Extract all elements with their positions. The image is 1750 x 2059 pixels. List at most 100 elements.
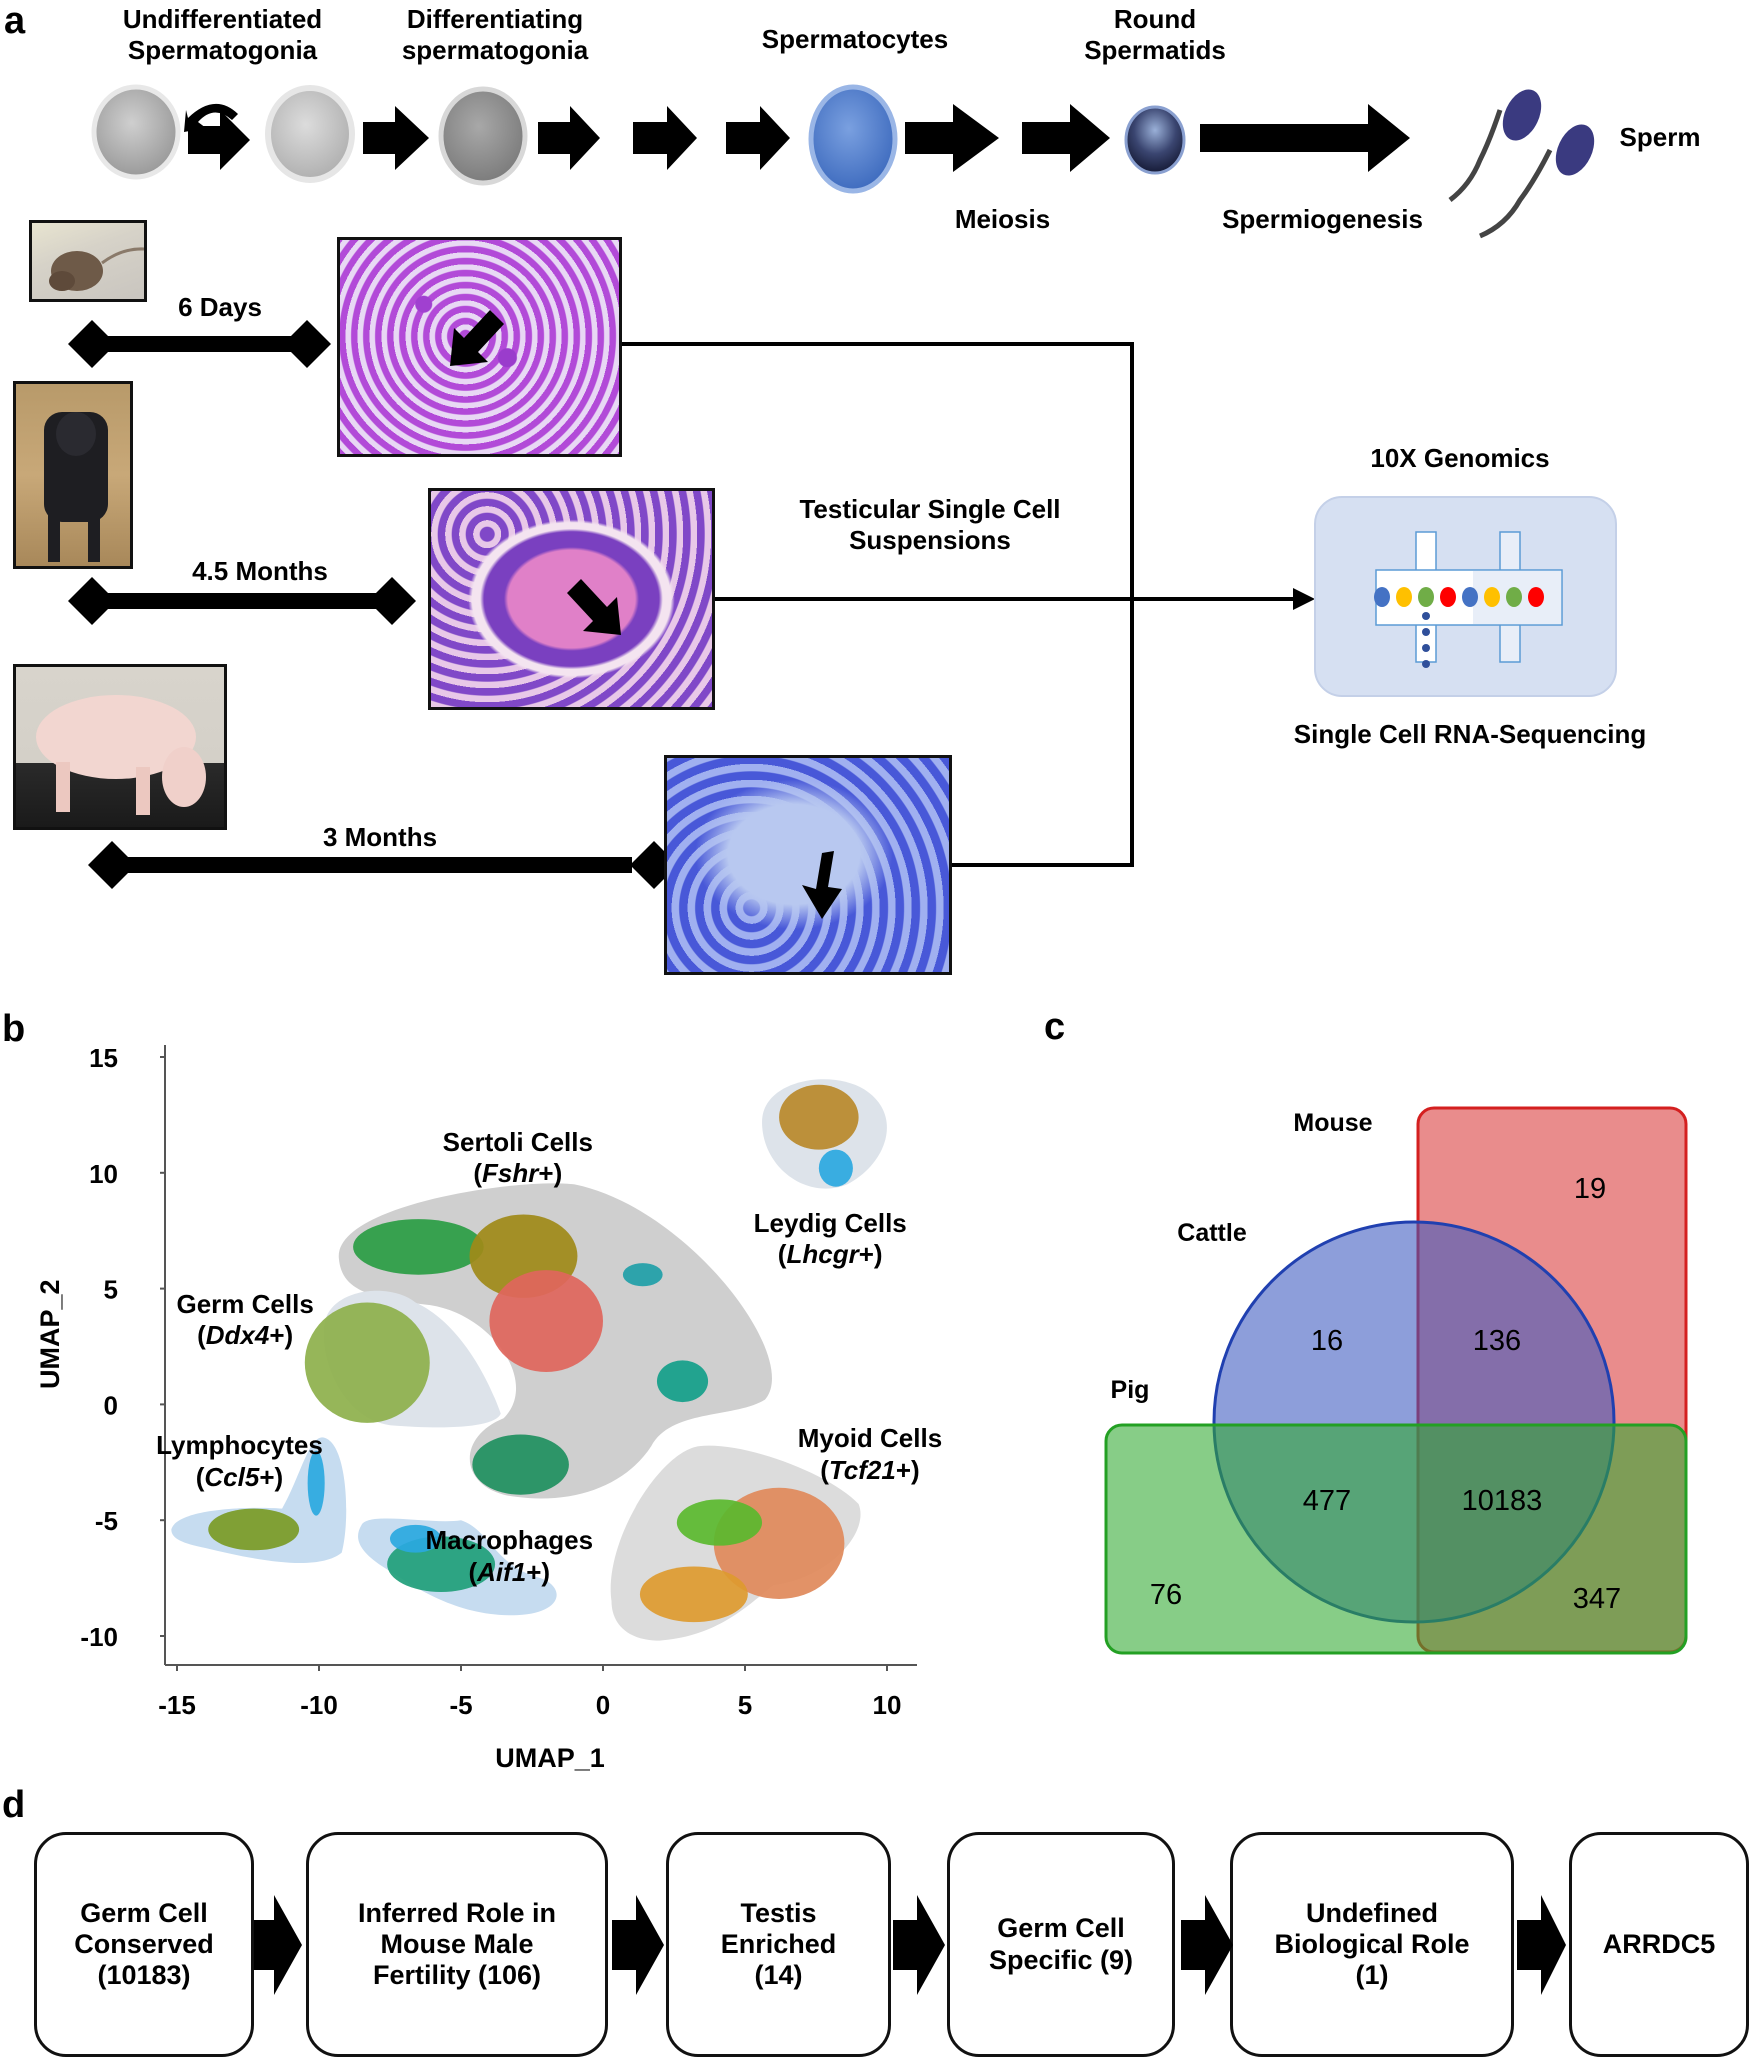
stage-label-round-spermatids: Round Spermatids [1084,4,1226,66]
long-arrow-icon [1200,104,1410,172]
cluster-points-macrophages [390,1524,442,1553]
venn-value-mouse-only: 19 [1573,1173,1607,1205]
cluster-points-lymphocytes [208,1508,300,1551]
cell-differentiating-spermatogonia [438,86,528,186]
age-label-pig: 3 Months [322,822,438,852]
venn-value-cattle-only: 16 [1310,1325,1344,1357]
filter-step-germ-cell-conserved: Germ Cell Conserved (10183) [34,1832,254,2057]
filter-step-germ-cell-specific: Germ Cell Specific (9) [947,1832,1175,2057]
bead [1422,628,1430,636]
age-label-cattle: 4.5 Months [192,556,328,586]
bead [1422,660,1430,668]
spermatogenesis-diagram [91,84,1595,239]
arrow-icon [905,104,999,172]
stage-label-sperm: Sperm [1619,122,1701,152]
cluster-label-macrophages: Macrophages(Aif1+) [425,1525,594,1587]
droplet-chip-box [1314,496,1617,697]
pig-photo [13,664,227,830]
venn-value-cattle-pig: 477 [1302,1485,1352,1517]
cluster-points-sertoli [489,1270,603,1372]
cell-undifferentiated-spermatogonia-2 [265,85,355,183]
venn-value-cattle-mouse: 136 [1472,1325,1522,1357]
method-label: Single Cell RNA-Sequencing [1293,719,1647,749]
venn-label-pig: Pig [1110,1376,1150,1404]
histology-pig [664,755,952,975]
panel-d-label: d [2,1784,26,1826]
arrow-icon [633,106,697,170]
histology-cattle [428,488,715,710]
y-tick-label: -5 [95,1506,118,1536]
age-bar-pig [88,841,678,889]
sperm-icon [1448,89,1595,239]
panel-a-label: a [4,0,26,42]
umap-xlabel: UMAP_1 [495,1743,605,1773]
filter-step-undefined-role: Undefined Biological Role (1) [1230,1832,1514,2057]
x-tick-label: 5 [738,1690,752,1720]
panel-b-label: b [2,1008,26,1050]
pig-icon [36,695,206,815]
cluster-label-sertoli-cells: Sertoli Cells(Fshr+) [442,1127,593,1189]
x-tick-label: -15 [158,1690,196,1720]
droplet [1440,587,1456,607]
calf-icon [44,412,108,562]
droplet [1528,587,1544,607]
mouse-photo [29,220,147,302]
arrow-head-icon [1293,588,1315,610]
age-bar-mouse [68,320,331,368]
filter-step-arrrdc5-result: ARRDC5 [1569,1832,1749,2057]
y-tick-label: -10 [80,1622,118,1652]
connector-lines [621,342,1315,867]
bead [1422,644,1430,652]
y-tick-label: 5 [104,1275,118,1305]
droplet [1418,587,1434,607]
y-tick-label: 0 [104,1390,118,1420]
venn-value-mouse-pig: 347 [1572,1583,1622,1615]
suspension-label: Testicular Single Cell Suspensions [799,494,1061,556]
cluster-label-germ-cells: Germ Cells(Ddx4+) [176,1289,314,1351]
cell-round-spermatid [1124,105,1186,175]
cluster-label-leydig-cells: Leydig Cells(Lhcgr+) [753,1208,907,1270]
age-bars [68,320,1315,889]
arrow-pointer-icon [802,851,842,919]
cluster-points-sertoli [353,1219,484,1275]
age-label-mouse: 6 Days [178,292,262,322]
x-tick-label: -5 [449,1690,472,1720]
venn-set-pig [1104,1423,1688,1655]
cluster-points-leydig [818,1149,853,1187]
cluster-points-sertoli [622,1263,663,1287]
cluster-points-lymphocytes [307,1450,325,1516]
stage-label-undifferentiated: Undifferentiated Spermatogonia [122,4,323,66]
cluster-points-sertoli [656,1360,709,1403]
x-tick-label: -10 [300,1690,338,1720]
cluster-points-germ [304,1302,430,1423]
arrow-icon [538,106,600,170]
arrow-icon [1517,1895,1566,1995]
stage-label-differentiating: Differentiating spermatogonia [401,4,589,66]
cell-undifferentiated-spermatogonia [91,84,181,180]
venn-value-pig-only: 76 [1149,1579,1183,1611]
venn-value-all: 10183 [1461,1485,1543,1517]
y-tick-label: 10 [89,1159,118,1189]
cluster-points-leydig [779,1084,859,1150]
age-bar-cattle [68,577,416,625]
bead [1422,612,1430,620]
droplet [1396,587,1412,607]
arrow-icon [726,106,790,170]
cluster-points-myoid [639,1566,748,1623]
arrow-icon [363,106,429,170]
arrow-icon [254,1895,302,1995]
filter-step-inferred-role: Inferred Role in Mouse Male Fertility (1… [306,1832,608,2057]
mouse-icon [49,247,144,291]
cluster-label-myoid-cells: Myoid Cells(Tcf21+) [797,1423,943,1485]
droplet [1484,587,1500,607]
droplet [1506,587,1522,607]
arrow-pointer-icon [567,579,621,635]
filter-step-testis-enriched: Testis Enriched (14) [666,1832,891,2057]
stage-label-spermatocytes: Spermatocytes [761,24,949,54]
self-renewal-arrow-icon [184,103,238,132]
cell-spermatocyte [808,84,898,194]
y-tick-label: 15 [89,1043,118,1073]
droplet [1462,587,1478,607]
